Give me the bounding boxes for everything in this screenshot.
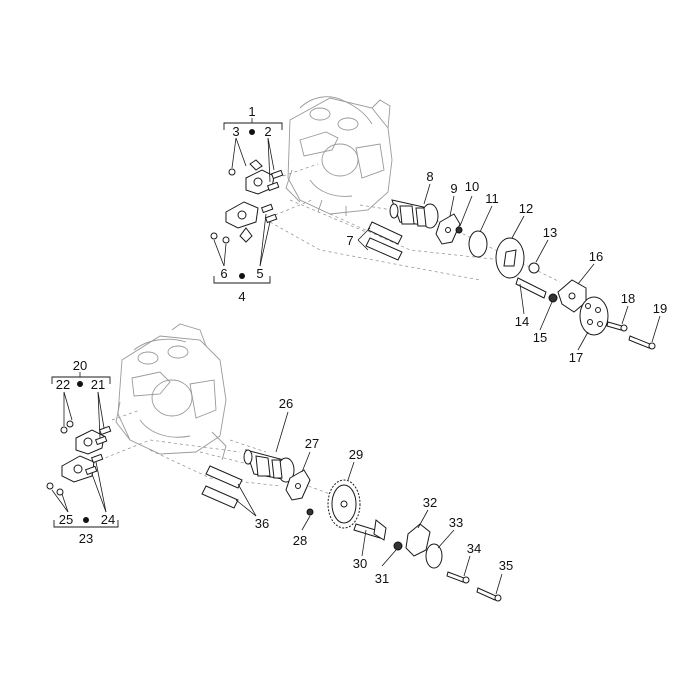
bolt-10 [455,226,463,234]
label-17: 17 [569,350,583,365]
label-13: 13 [543,225,557,240]
label-5: 5 [256,266,263,281]
label-16: 16 [589,249,603,264]
cylinder-head-lower [115,323,227,461]
label-22: 22 [56,377,70,392]
rocker-arm-lower-lower [46,453,104,496]
label-19: 19 [653,301,667,316]
leader-lines-lower [51,372,503,595]
camshaft-upper [389,199,439,229]
kit-bracket-4 [213,273,271,284]
label-14: 14 [515,314,529,329]
nut-13 [528,262,540,274]
plate-27 [285,469,311,501]
label-18: 18 [621,291,635,306]
label-2: 2 [264,124,271,139]
kit-bracket-23 [53,517,119,528]
label-35: 35 [499,558,513,573]
label-30: 30 [353,556,367,571]
kit-bracket-1 [223,122,283,135]
cover-disc-17 [579,296,609,336]
label-27: 27 [305,436,319,451]
label-7: 7 [346,233,353,248]
bolt-18 [606,321,628,332]
bolt-28 [306,508,314,516]
label-31: 31 [375,571,389,586]
rocker-arm-lower-upper [60,420,112,455]
label-28: 28 [293,533,307,548]
bolt-35 [476,587,502,602]
label-8: 8 [426,169,433,184]
label-33: 33 [449,515,463,530]
washer-disc-11 [468,230,488,258]
spring-31 [393,541,403,551]
label-9: 9 [450,181,457,196]
label-36: 36 [255,516,269,531]
leader-lines-upper [213,118,661,351]
spring-15 [548,293,558,303]
label-29: 29 [349,447,363,462]
label-21: 21 [91,377,105,392]
shaft-pins-lower [201,465,243,509]
part-labels: 1 2 3 4 5 6 7 8 9 10 11 12 13 14 15 16 1… [56,104,667,586]
label-4: 4 [238,289,245,304]
bolt-19 [628,335,656,350]
camshaft-lower [243,449,295,483]
sprocket-29 [327,479,361,529]
label-26: 26 [279,396,293,411]
label-15: 15 [533,330,547,345]
label-25: 25 [59,512,73,527]
label-11: 11 [485,191,499,206]
label-24: 24 [101,512,115,527]
shaft-30 [353,519,387,541]
sprocket-plate-12 [495,237,525,279]
bolt-34 [446,571,470,584]
cylinder-head-upper [285,96,393,216]
label-6: 6 [220,266,227,281]
label-34: 34 [467,541,481,556]
label-20: 20 [73,358,87,373]
kit-bracket-20 [51,376,111,387]
label-12: 12 [519,201,533,216]
label-1: 1 [248,104,255,119]
assembly-guides-upper [269,163,561,283]
label-23: 23 [79,531,93,546]
washer-33 [425,543,443,569]
plate-9 [435,213,461,245]
rocker-arm-upper [228,159,284,195]
label-3: 3 [232,124,239,139]
shaft-pins-upper [365,221,403,261]
shaft-14 [515,277,547,299]
rocker-arm-lower [210,201,278,244]
label-10: 10 [465,179,479,194]
label-32: 32 [423,495,437,510]
